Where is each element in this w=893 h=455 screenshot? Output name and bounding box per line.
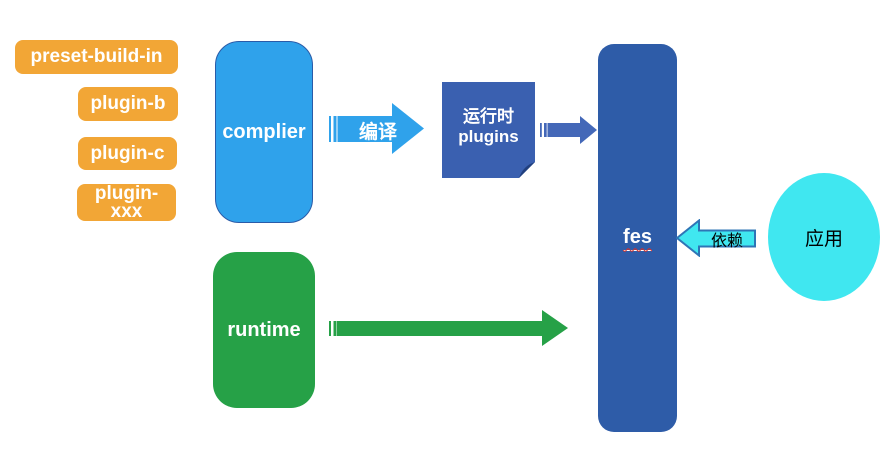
plugin-chip-label: plugin-c: [90, 142, 165, 164]
runtime-plugins-node: 运行时 plugins: [442, 82, 535, 178]
plugin-chip-plugin-b: plugin-b: [78, 87, 178, 121]
plugin-chip-label: plugin-b: [90, 93, 166, 114]
runtime-plugins-label-line2: plugins: [458, 127, 519, 146]
plugin-chip-label: plugin-xxx: [94, 182, 159, 222]
compile-arrow-label: 编译: [358, 121, 397, 143]
folded-note-shape: [442, 82, 535, 178]
plugins-to-fes-arrow-icon: [540, 116, 597, 144]
app-label: 应用: [804, 228, 843, 250]
plugin-chip-plugin-xxx: plugin-xxx: [77, 184, 176, 221]
runtime-plugins-label-line1: 运行时: [463, 107, 514, 126]
fes-label: fes: [623, 226, 652, 251]
runtime-node: runtime: [213, 252, 315, 408]
depends-arrow-icon: [676, 219, 756, 257]
complier-label: complier: [222, 120, 306, 143]
app-ellipse: 应用: [768, 173, 880, 301]
depends-arrow-label: 依赖: [710, 233, 743, 250]
runtime-to-fes-arrow-icon: [329, 310, 568, 346]
runtime-plugins-label: 运行时 plugins: [442, 82, 535, 178]
compile-arrow-icon: [329, 103, 424, 154]
fes-node: fes: [598, 44, 677, 432]
plugin-chip-preset-build-in: preset-build-in: [15, 40, 178, 74]
runtime-label: runtime: [227, 318, 301, 341]
plugin-chip-label: preset-build-in: [30, 46, 163, 67]
plugin-chip-plugin-c: plugin-c: [78, 137, 177, 170]
complier-node: complier: [215, 41, 313, 223]
